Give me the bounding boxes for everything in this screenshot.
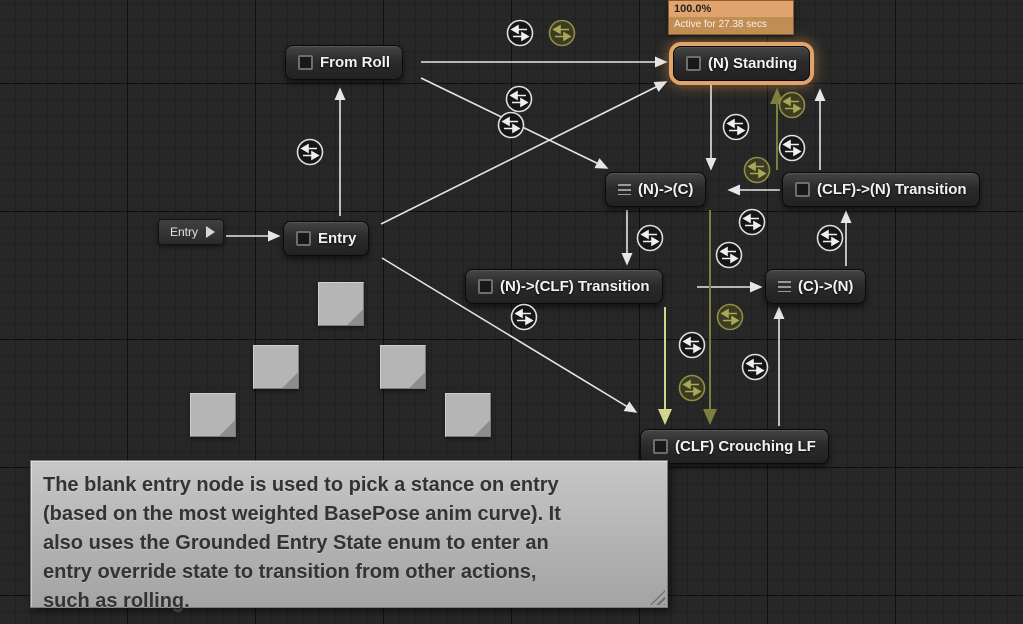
state-node-c-to-n[interactable]: (C)->(N) [765,269,867,304]
state-icon [296,231,311,246]
transition-edge [381,257,638,413]
comment-line: also uses the Grounded Entry State enum … [43,532,549,554]
comment-line: (based on the most weighted BasePose ani… [43,503,561,525]
state-node-clf-to-n-transition[interactable]: (CLF)->(N) Transition [782,172,980,207]
state-node-n-to-c[interactable]: (N)->(C) [605,172,707,207]
entry-point-label: Entry [170,225,199,239]
placeholder-node-square[interactable] [190,393,236,437]
state-icon [653,439,668,454]
state-active-duration: Active for 27.38 secs [669,17,793,34]
active-state-tooltip: 100.0% Active for 27.38 secs [668,0,794,35]
node-label: (N)->(C) [638,181,694,198]
state-node-n-standing[interactable]: (N) Standing [673,46,811,81]
state-node-from-roll[interactable]: From Roll [285,45,403,80]
comment-line: The blank entry node is used to pick a s… [43,474,559,496]
placeholder-node-square[interactable] [380,345,426,389]
placeholder-node-square[interactable] [445,393,491,437]
state-icon [298,55,313,70]
comment-line: such as rolling. [43,590,190,612]
comment-line: entry override state to transition from … [43,561,537,583]
node-label: (N)->(CLF) Transition [500,278,650,295]
node-label: (C)->(N) [798,278,854,295]
state-node-entry[interactable]: Entry [283,221,370,256]
transition-edge [380,81,668,225]
state-node-n-to-clf-transition[interactable]: (N)->(CLF) Transition [465,269,663,304]
comment-bubble[interactable]: The blank entry node is used to pick a s… [30,460,668,612]
node-label: From Roll [320,54,390,71]
conduit-icon [778,281,791,292]
state-icon [795,182,810,197]
state-node-clf-crouching-lf[interactable]: (CLF) Crouching LF [640,429,829,464]
state-icon [686,56,701,71]
conduit-icon [618,184,631,195]
placeholder-node-square[interactable] [253,345,299,389]
state-icon [478,279,493,294]
placeholder-node-square[interactable] [318,282,364,326]
node-label: Entry [318,230,357,247]
play-triangle-icon [206,226,216,238]
state-weight-percent: 100.0% [669,1,793,17]
node-label: (CLF)->(N) Transition [817,181,967,198]
node-label: (N) Standing [708,55,798,72]
node-label: (CLF) Crouching LF [675,438,816,455]
transition-edge [420,77,609,169]
entry-point-marker[interactable]: Entry [158,219,225,245]
